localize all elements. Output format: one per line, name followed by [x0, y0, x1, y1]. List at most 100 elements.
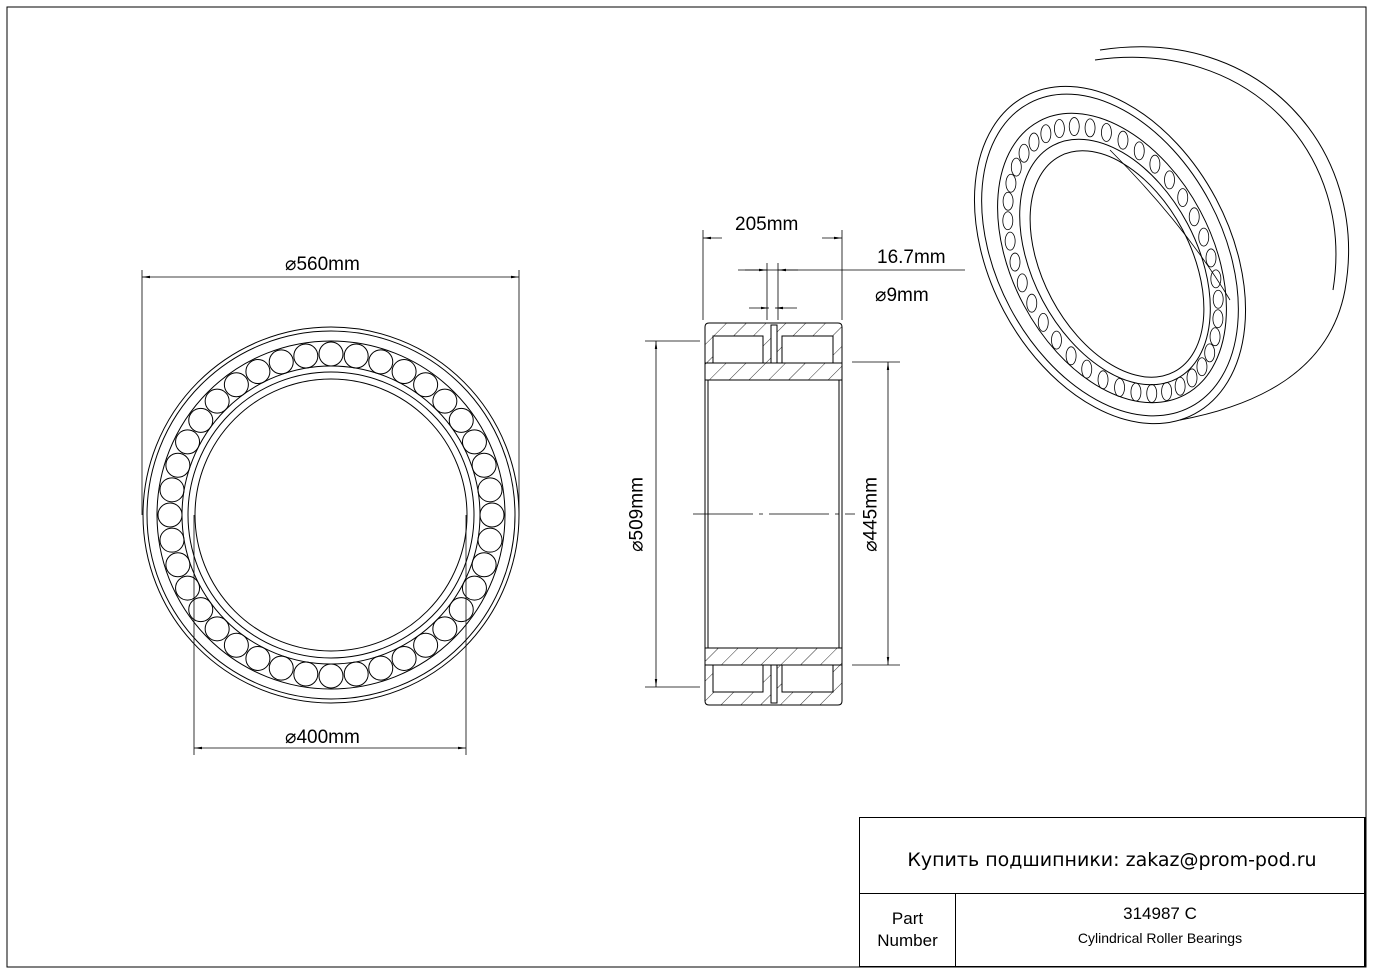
roller — [343, 661, 369, 687]
roller — [1018, 143, 1030, 163]
roller — [318, 663, 344, 689]
front-dimensions — [141, 270, 520, 755]
roller — [1186, 368, 1198, 388]
groove-width-label: 16.7mm — [877, 247, 946, 268]
roller — [432, 388, 458, 414]
roller — [368, 655, 394, 681]
roller — [1009, 252, 1021, 272]
roller — [175, 575, 201, 601]
part-info: 314987 C Cylindrical Roller Bearings — [956, 894, 1364, 966]
roller — [1212, 289, 1224, 309]
roller — [1051, 330, 1062, 350]
roller — [391, 359, 417, 385]
part-number: 314987 C — [1123, 904, 1197, 923]
roller — [343, 343, 369, 369]
roller — [1097, 370, 1109, 390]
inner-diameter-label: ⌀400mm — [285, 727, 360, 748]
roller — [223, 372, 249, 398]
front-view — [142, 326, 520, 704]
roller — [413, 372, 439, 398]
roller — [461, 429, 487, 455]
roller — [1037, 313, 1049, 332]
inner-ring-od-label: ⌀445mm — [860, 477, 882, 552]
roller — [165, 452, 191, 478]
roller — [1028, 132, 1040, 152]
roller — [448, 597, 474, 623]
roller — [1117, 130, 1129, 150]
roller — [413, 632, 439, 658]
roller — [1002, 191, 1014, 211]
roller — [1133, 141, 1145, 161]
roller — [1204, 343, 1216, 363]
roller — [1005, 173, 1017, 193]
roller — [479, 502, 505, 528]
roller — [477, 477, 503, 503]
roller — [1196, 357, 1208, 377]
roller — [1177, 188, 1189, 207]
title-block: Купить подшипники: zakaz@prom-pod.ru Par… — [859, 817, 1366, 967]
roller — [1081, 359, 1093, 379]
roller — [1210, 269, 1222, 289]
roller — [1205, 248, 1217, 268]
section-view — [693, 322, 855, 706]
roller — [175, 429, 201, 455]
isometric-view — [973, 46, 1350, 425]
roller — [204, 388, 230, 414]
roller — [1053, 119, 1065, 138]
roller — [1130, 382, 1142, 402]
roller — [477, 527, 503, 553]
roller — [245, 645, 271, 671]
roller — [245, 359, 271, 385]
roller — [1026, 293, 1038, 313]
width-label: 205mm — [735, 214, 799, 235]
roller — [1161, 382, 1173, 401]
roller — [159, 477, 185, 503]
roller — [188, 407, 214, 433]
roller — [268, 349, 294, 375]
roller — [1010, 157, 1022, 177]
isometric-rollers — [1002, 117, 1224, 403]
outer-diameter-label: ⌀560mm — [285, 254, 360, 275]
roller — [1174, 376, 1186, 396]
roller — [1040, 124, 1052, 144]
roller — [204, 616, 230, 642]
roller — [368, 349, 394, 375]
roller — [461, 575, 487, 601]
outer-ring-bore-label: ⌀509mm — [626, 477, 648, 552]
roller — [1068, 117, 1080, 136]
roller — [1002, 211, 1014, 231]
roller — [318, 341, 344, 367]
roller — [1209, 327, 1221, 347]
hole-diameter-label: ⌀9mm — [875, 285, 929, 306]
roller — [165, 552, 191, 578]
roller — [1198, 227, 1210, 247]
roller — [188, 597, 214, 623]
roller — [1149, 154, 1161, 174]
roller — [1188, 207, 1200, 227]
roller — [268, 655, 294, 681]
roller — [1016, 273, 1028, 293]
roller — [1114, 378, 1125, 397]
part-label-line1: Part — [891, 909, 924, 928]
roller — [471, 552, 497, 578]
section-dimensions — [645, 230, 965, 688]
roller — [223, 632, 249, 658]
sheet-border — [6, 6, 1367, 968]
roller — [157, 502, 183, 528]
roller — [448, 407, 474, 433]
part-description: Cylindrical Roller Bearings — [1077, 930, 1243, 946]
roller — [293, 661, 319, 687]
roller — [1164, 170, 1175, 190]
buy-text: Купить подшипники: zakaz@prom-pod.ru — [860, 818, 1364, 894]
roller — [1101, 123, 1112, 142]
roller — [391, 645, 417, 671]
part-label-line2: Number — [877, 931, 938, 950]
roller — [159, 527, 185, 553]
roller — [1004, 231, 1016, 251]
roller — [471, 452, 497, 478]
roller — [293, 343, 319, 369]
part-number-label: Part Number — [860, 894, 956, 966]
roller — [1084, 118, 1096, 138]
